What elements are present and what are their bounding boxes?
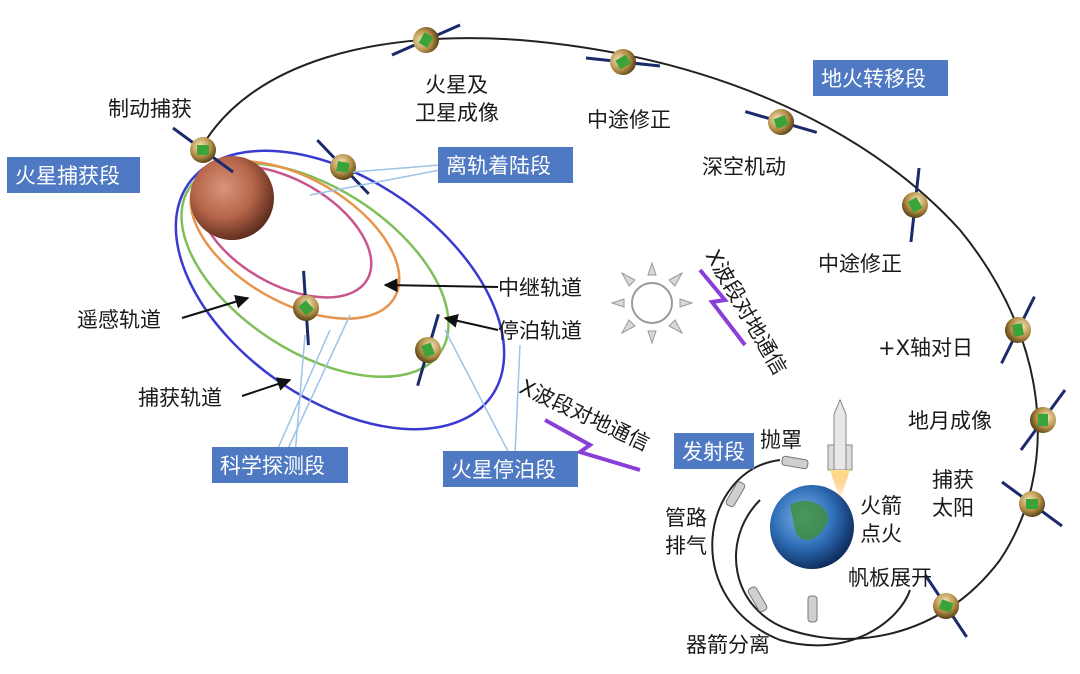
svg-text:发射段: 发射段 [682,440,745,464]
label-xband-vertical: X波段对地通信 [701,246,792,380]
svg-text:火星停泊段: 火星停泊段 [451,458,556,482]
svg-text:地火转移段: 地火转移段 [821,67,926,91]
label-parking-orbit: 停泊轨道 [498,319,582,343]
label-relay-orbit: 中继轨道 [498,276,582,300]
label-mars-imaging-1: 火星及 [425,73,488,97]
phase-box-deorbit: 离轨着陆段 [438,147,573,183]
label-mars-imaging-2: 卫星成像 [415,101,499,125]
label-rocket-ignite-1: 火箭 [860,494,902,518]
label-capture-sun-2: 太阳 [932,496,974,520]
label-midcourse-2: 中途修正 [818,252,902,276]
svg-text:火星捕获段: 火星捕获段 [15,164,120,188]
label-deep-space: 深空机动 [702,155,786,179]
label-remote-orbit: 遥感轨道 [77,308,161,332]
spacecraft-icon [586,28,660,96]
spacecraft-icon [991,297,1045,364]
phase-box-launch: 发射段 [674,433,754,469]
label-rocket-ignite-2: 点火 [860,522,902,546]
label-earth-moon: 地月成像 [908,409,992,433]
spacecraft-icon [881,168,949,242]
phase-box-science: 科学探测段 [212,447,348,483]
spacecraft-icon [392,3,460,77]
label-capture-sun-1: 捕获 [932,468,974,492]
svg-text:离轨着陆段: 离轨着陆段 [446,154,551,178]
parking-orbit-ellipse [145,120,486,421]
label-pipe-vent-2: 排气 [665,534,707,558]
label-fairing: 抛罩 [760,428,802,452]
rocket-icon [828,400,852,500]
phase-box-capture: 火星捕获段 [7,157,140,193]
label-capture-orbit: 捕获轨道 [138,386,222,410]
svg-text:科学探测段: 科学探测段 [220,454,325,478]
spacecraft-icon [173,128,233,172]
spacecraft-icon [270,271,342,345]
phase-box-parking: 火星停泊段 [443,451,578,487]
label-separation: 器箭分离 [686,633,770,657]
label-midcourse-1: 中途修正 [587,108,671,132]
spacecraft-icon [1021,390,1065,450]
spacecraft-icon [745,91,816,153]
sun-icon [612,263,692,343]
label-sail-deploy: 帆板展开 [848,566,932,590]
phase-box-transfer: 地火转移段 [813,60,948,96]
label-x-axis-sun: +X轴对日 [878,336,973,360]
label-pipe-vent-1: 管路 [665,506,707,530]
label-brake-capture: 制动捕获 [108,97,192,121]
mars-planet [190,156,274,240]
spacecraft-icon [310,140,377,194]
